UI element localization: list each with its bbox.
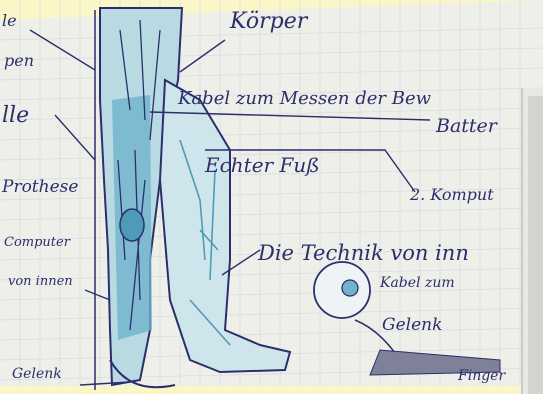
label-von-innen: von innen — [8, 274, 73, 289]
label-echter-fuss: Echter Fuß — [204, 153, 320, 177]
label-koerper: Körper — [229, 9, 309, 34]
label-finger: Finger — [457, 368, 506, 384]
label-technik: Die Technik von inn — [257, 241, 469, 265]
label-prothese: Prothese — [1, 177, 78, 197]
label-batterie: Batter — [435, 115, 499, 137]
label-left-pen: pen — [4, 51, 34, 70]
label-left-lle: lle — [2, 103, 29, 128]
label-left-top: le — [2, 11, 17, 30]
bottom-border — [0, 386, 543, 394]
label-gelenk-left: Gelenk — [12, 366, 62, 382]
label-kabel-zum: Kabel zum — [379, 275, 455, 291]
right-photo — [522, 88, 543, 394]
label-kabel-messen: Kabel zum Messen der Bew — [177, 88, 432, 109]
label-computer-left: Computer — [4, 235, 71, 250]
label-computer-2: 2. Komput — [409, 185, 494, 204]
label-gelenk-right: Gelenk — [382, 315, 442, 335]
